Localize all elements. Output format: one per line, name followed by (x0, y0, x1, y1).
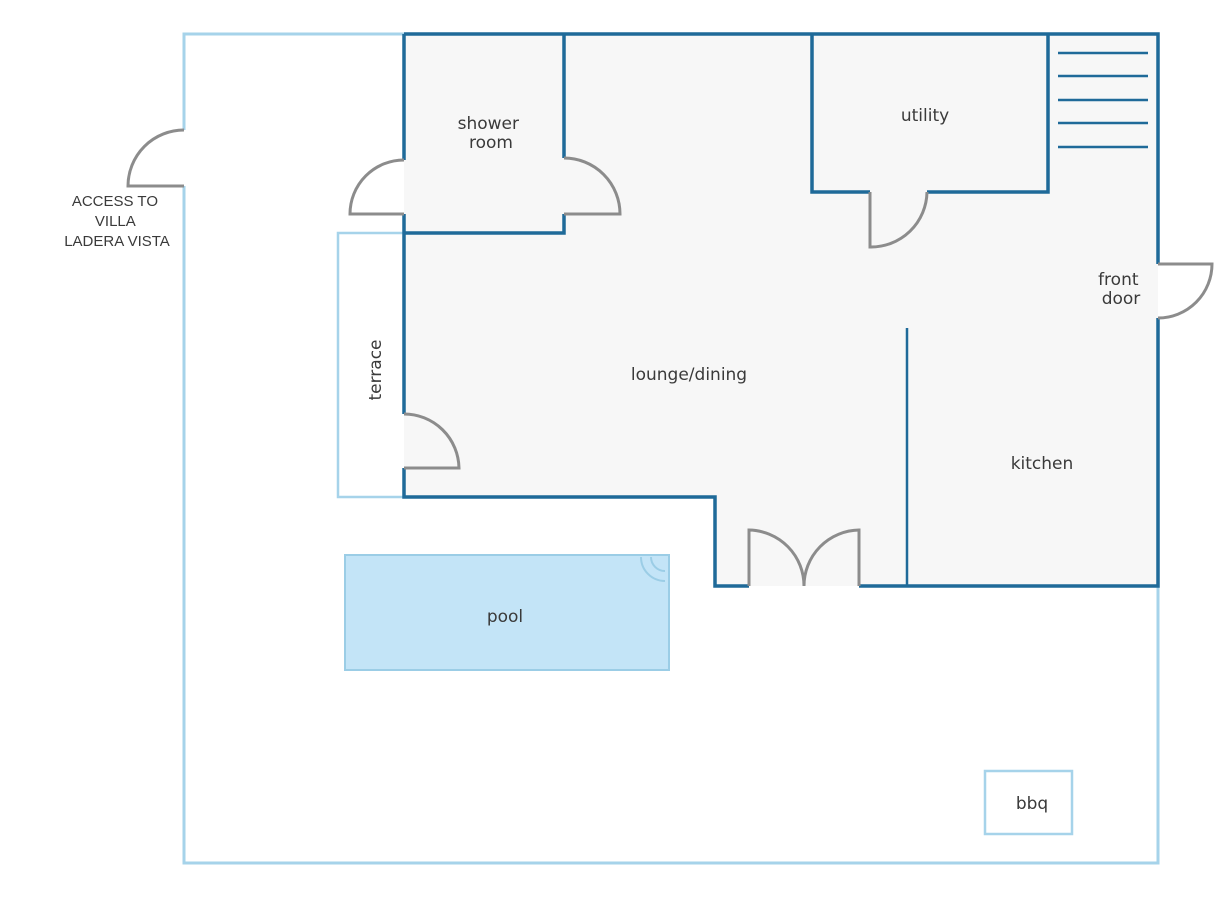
garden-boundary (182, 32, 1160, 865)
kitchen-label: kitchen (1011, 454, 1074, 474)
access-gate-door[interactable] (126, 128, 185, 188)
terrace-area (336, 231, 404, 499)
bbq-label: bbq (1016, 794, 1048, 814)
stairs-icon (1058, 51, 1148, 149)
double-door-icon[interactable] (747, 528, 861, 587)
pool-steps-icon (640, 556, 666, 582)
shower-room-label: shower room (458, 114, 525, 153)
lounge-dining-label: lounge/dining (631, 365, 747, 385)
shower-interior-door[interactable] (563, 156, 622, 216)
pool-label: pool (487, 607, 523, 627)
house-floor (404, 34, 1158, 586)
house-walls (402, 32, 1160, 588)
utility-label: utility (901, 106, 949, 126)
utility-door[interactable] (868, 191, 929, 249)
terrace-label: terrace (366, 339, 386, 400)
bbq-area (983, 769, 1074, 836)
access-label: ACCESS TO VILLA LADERA VISTA (64, 193, 170, 250)
terrace-door[interactable] (403, 412, 461, 470)
front-door[interactable] (1157, 262, 1214, 320)
utility-walls (810, 34, 1050, 194)
shower-room-walls (404, 34, 566, 235)
pool (344, 554, 670, 671)
shower-exterior-door[interactable] (348, 158, 405, 216)
front-door-label: front door (1098, 270, 1144, 309)
door-swing-icon (126, 128, 1214, 470)
